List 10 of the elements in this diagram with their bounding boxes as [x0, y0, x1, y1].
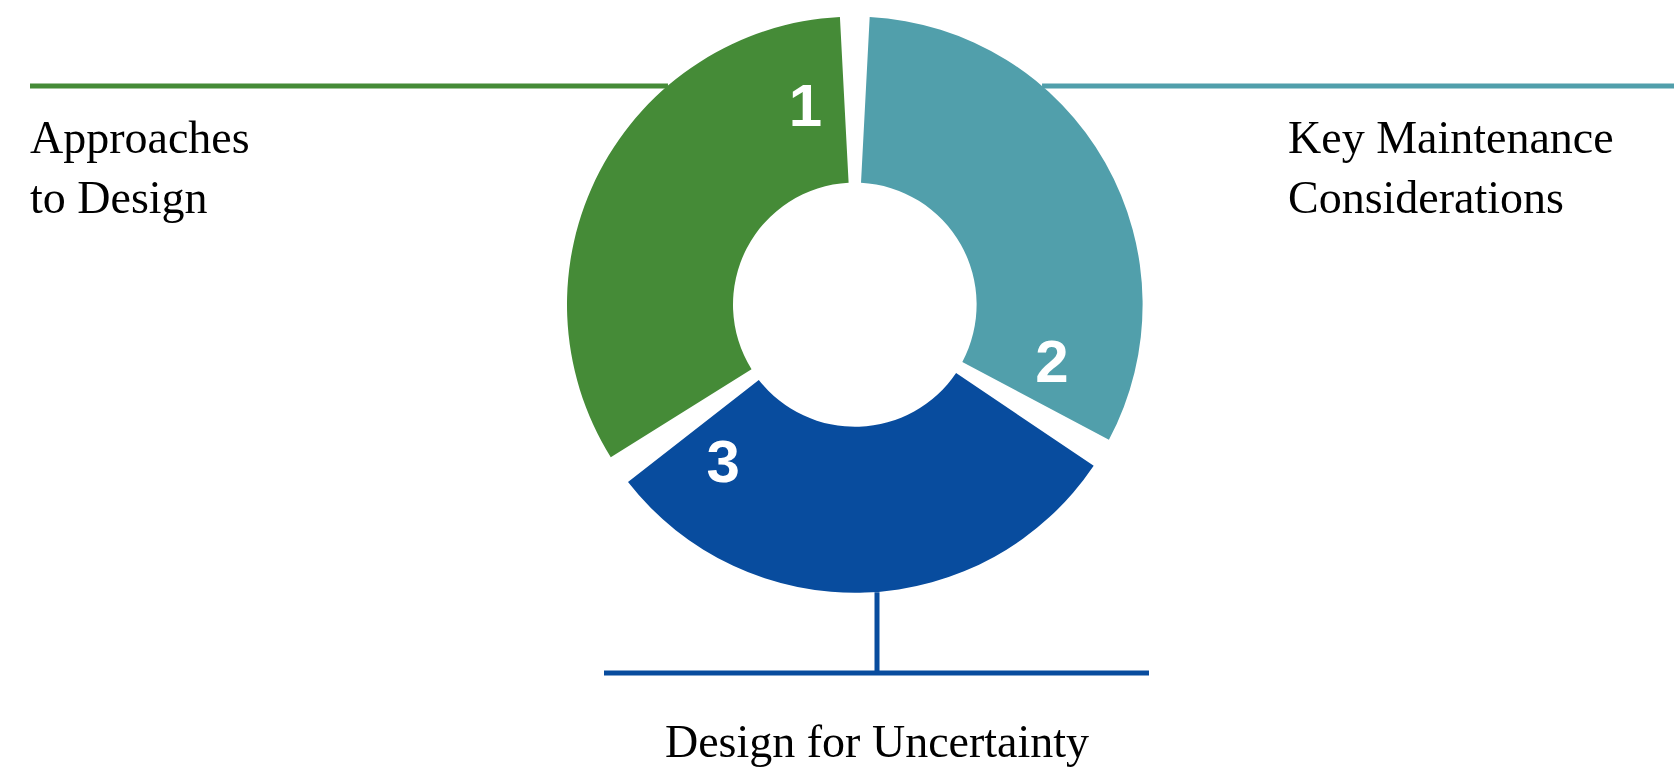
topic-label: Approaches to Design	[30, 108, 292, 228]
step-number: 1	[788, 76, 823, 137]
topic-label: Design for Uncertainty	[597, 712, 1157, 772]
step-number: 3	[706, 432, 740, 493]
ring-segment	[861, 17, 1143, 441]
step-number: 2	[1035, 331, 1069, 392]
topic-label: Key Maintenance Considerations	[1288, 108, 1674, 228]
leader-line	[1042, 83, 1674, 89]
leader-line	[601, 589, 1152, 676]
leader-line	[30, 83, 668, 89]
